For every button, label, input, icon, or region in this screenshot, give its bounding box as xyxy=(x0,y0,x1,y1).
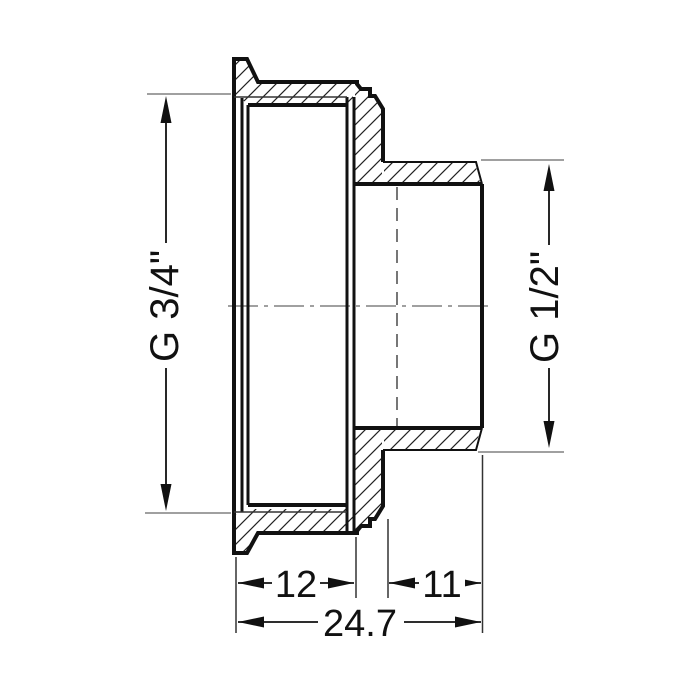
arrow-up-g34 xyxy=(160,96,172,123)
reference-lines xyxy=(228,187,494,427)
dimension-247: 24.7 xyxy=(238,602,481,645)
label-g34: G 3/4" xyxy=(143,250,187,362)
outline-g34-body xyxy=(232,57,385,555)
dim-value-11: 11 xyxy=(422,564,461,606)
fitting-cross-section xyxy=(232,57,484,555)
arrow-right-12 xyxy=(328,577,354,589)
hatch-top-right-wall xyxy=(384,163,480,182)
arrow-up-g12 xyxy=(543,164,555,191)
dimension-g34: G 3/4" xyxy=(143,93,231,514)
arrow-down-g12 xyxy=(543,421,555,448)
thread-root-lines xyxy=(234,96,347,513)
outline-g34-bore-left-edge xyxy=(240,98,250,512)
outline-g12-crest xyxy=(383,161,483,451)
text-mask-11 xyxy=(419,563,465,603)
arrow-right-247 xyxy=(455,616,481,628)
dimension-12: 12 xyxy=(238,563,354,606)
section-hatching xyxy=(235,60,480,552)
hatch-bottom-shoulder xyxy=(355,430,382,530)
arrow-down-g34 xyxy=(160,484,172,511)
hatch-top-shoulder xyxy=(355,84,382,182)
hatch-bottom-left-wall xyxy=(235,509,353,552)
hatch-top-left-wall xyxy=(235,60,353,103)
text-mask-12 xyxy=(272,563,320,603)
outline-g12-bore xyxy=(354,182,482,430)
dim-value-247: 24.7 xyxy=(323,603,397,645)
arrow-left-247 xyxy=(238,616,264,628)
arrow-left-12 xyxy=(238,577,264,589)
hatch-bottom-right-wall xyxy=(384,430,480,449)
arrow-left-11 xyxy=(389,577,415,589)
outline-g34-bore xyxy=(248,103,347,507)
dimension-11: 11 xyxy=(389,563,481,606)
outline-bore-step xyxy=(345,97,356,531)
dim-value-12: 12 xyxy=(275,564,317,606)
dimension-g12: G 1/2" xyxy=(478,159,567,453)
text-mask-247 xyxy=(318,602,404,644)
label-g12: G 1/2" xyxy=(523,251,567,363)
dimension-widths: 12 11 24.7 xyxy=(235,455,484,645)
